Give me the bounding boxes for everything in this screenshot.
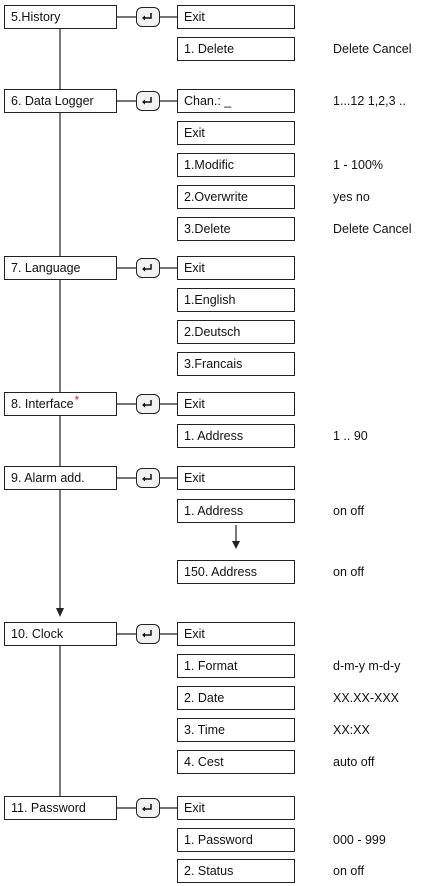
value-address-1: on off bbox=[333, 504, 365, 518]
menu-alarm-add: 9. Alarm add. bbox=[4, 466, 117, 490]
enter-key-icon bbox=[136, 468, 160, 488]
value-cest: auto off bbox=[333, 755, 375, 769]
item-delete: 1. Delete bbox=[177, 37, 295, 61]
value-address-150: on off bbox=[333, 565, 365, 579]
value-format: d-m-y m-d-y bbox=[333, 659, 401, 673]
item-exit: Exit bbox=[177, 121, 295, 145]
value-date: XX.XX-XXX bbox=[333, 691, 399, 705]
menu-data-logger: 6. Data Logger bbox=[4, 89, 117, 113]
value-overwrite: yes no bbox=[333, 190, 370, 204]
item-exit: Exit bbox=[177, 256, 295, 280]
value-modific: 1 - 100% bbox=[333, 158, 384, 172]
item-exit: Exit bbox=[177, 5, 295, 29]
item-overwrite: 2.Overwrite bbox=[177, 185, 295, 209]
item-deutsch: 2.Deutsch bbox=[177, 320, 295, 344]
item-channel: Chan.: _ bbox=[177, 89, 295, 113]
item-status: 2. Status bbox=[177, 859, 295, 883]
enter-key-icon bbox=[136, 798, 160, 818]
item-exit: Exit bbox=[177, 796, 295, 820]
item-english: 1.English bbox=[177, 288, 295, 312]
item-time: 3. Time bbox=[177, 718, 295, 742]
enter-key-icon bbox=[136, 7, 160, 27]
enter-key-icon bbox=[136, 624, 160, 644]
item-format: 1. Format bbox=[177, 654, 295, 678]
item-exit: Exit bbox=[177, 622, 295, 646]
menu-password: 11. Password bbox=[4, 796, 117, 820]
enter-key-icon bbox=[136, 258, 160, 278]
menu-interface: 8. Interface* bbox=[4, 392, 117, 416]
item-francais: 3.Francais bbox=[177, 352, 295, 376]
item-date: 2. Date bbox=[177, 686, 295, 710]
value-delete: Delete Cancel bbox=[333, 222, 412, 236]
enter-key-icon bbox=[136, 394, 160, 414]
value-status: on off bbox=[333, 864, 365, 878]
menu-language: 7. Language bbox=[4, 256, 117, 280]
item-cest: 4. Cest bbox=[177, 750, 295, 774]
value-channel: 1...12 1,2,3 .. bbox=[333, 94, 406, 108]
item-address: 1. Address bbox=[177, 424, 295, 448]
menu-clock: 10. Clock bbox=[4, 622, 117, 646]
item-address-150: 150. Address bbox=[177, 560, 295, 584]
item-modific: 1.Modific bbox=[177, 153, 295, 177]
item-delete: 3.Delete bbox=[177, 217, 295, 241]
item-password: 1. Password bbox=[177, 828, 295, 852]
value-address: 1 .. 90 bbox=[333, 429, 368, 443]
value-password: 000 - 999 bbox=[333, 833, 386, 847]
menu-interface-label: 8. Interface bbox=[11, 397, 74, 411]
item-exit: Exit bbox=[177, 466, 295, 490]
value-time: XX:XX bbox=[333, 723, 370, 737]
item-exit: Exit bbox=[177, 392, 295, 416]
footnote-star: * bbox=[74, 393, 80, 407]
enter-key-icon bbox=[136, 91, 160, 111]
menu-history: 5.History bbox=[4, 5, 117, 29]
value-delete: Delete Cancel bbox=[333, 42, 412, 56]
item-address-1: 1. Address bbox=[177, 499, 295, 523]
